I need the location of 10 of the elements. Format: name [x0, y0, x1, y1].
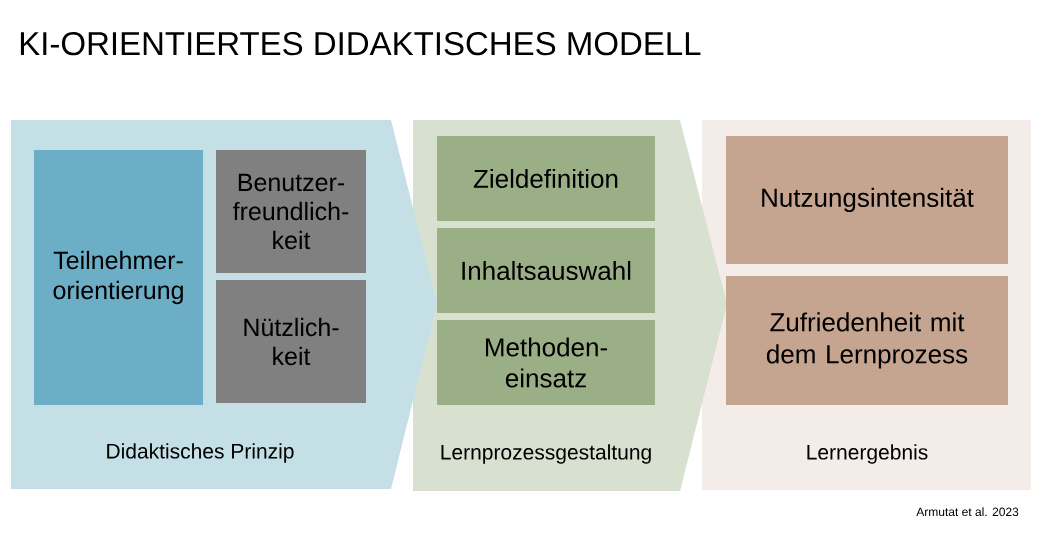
concept-box: Zieldefinition — [437, 136, 655, 221]
concept-box: Methoden- einsatz — [437, 320, 655, 405]
concept-box: Nützlich- keit — [216, 280, 366, 403]
concept-box: Inhaltsauswahl — [437, 228, 655, 313]
concept-box: Benutzer- freundlich- keit — [216, 150, 366, 273]
concept-box: Nutzungsintensität — [726, 136, 1008, 264]
citation-note: Armutat et al. 2023 — [916, 507, 1019, 517]
concept-box: Teilnehmer- orientierung — [34, 150, 203, 405]
diagram-title: KI-ORIENTIERTES DIDAKTISCHES MODELL — [20, 31, 701, 56]
concept-box: Zufriedenheit mit dem Lernprozess — [726, 276, 1008, 405]
